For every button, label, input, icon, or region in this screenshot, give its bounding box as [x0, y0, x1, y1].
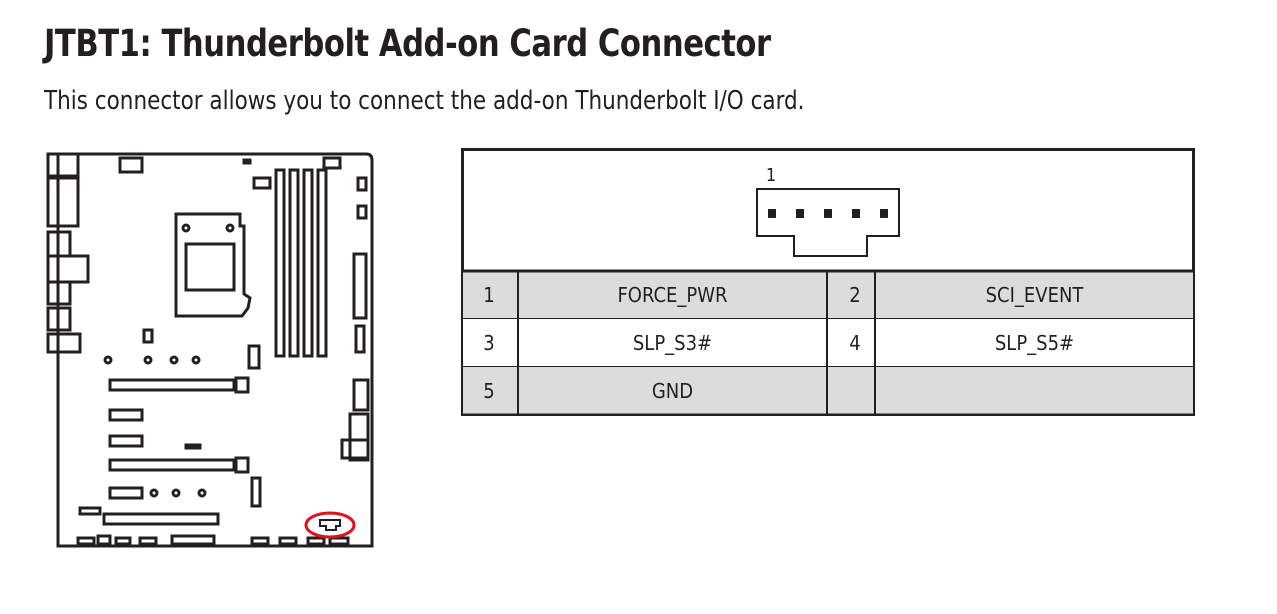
signal-name: FORCE_PWR [617, 283, 727, 307]
rear-io-5 [46, 280, 72, 306]
pin-number: 1 [483, 283, 494, 307]
page-title: JTBT1: Thunderbolt Add-on Card Connector [44, 22, 771, 65]
signal-name: SLP_S3# [633, 331, 712, 355]
dimm-slots [274, 168, 328, 358]
pin-number: 3 [483, 331, 494, 355]
pin-3 [824, 209, 832, 218]
page-description: This connector allows you to connect the… [44, 86, 805, 116]
pin1-label: 1 [766, 165, 776, 186]
rear-io-7 [46, 332, 82, 354]
jtbt1-highlight [304, 511, 356, 539]
pin-4 [852, 209, 860, 218]
signal-name: SLP_S5# [995, 331, 1074, 355]
rear-io-4 [46, 254, 90, 284]
pin-2 [796, 209, 804, 218]
pin-1 [768, 209, 776, 218]
pin-number: 2 [849, 283, 860, 307]
pin-number: 4 [849, 331, 860, 355]
pcie-slot-3 [108, 434, 144, 448]
pcie-slot-4 [108, 458, 236, 472]
rear-io-1 [46, 152, 80, 178]
rear-io-2 [46, 176, 80, 228]
cpu-socket [174, 212, 252, 318]
signal-name: SCI_EVENT [986, 283, 1085, 307]
pin-number: 5 [483, 379, 494, 403]
motherboard-diagram [44, 148, 380, 554]
pcie-slot-2 [108, 408, 144, 422]
board-outline [56, 152, 374, 548]
pcie-slot-1 [108, 378, 236, 392]
rear-io-6 [46, 306, 72, 332]
connector-diagram: 1 [756, 165, 900, 257]
signal-name: GND [652, 379, 693, 403]
jtbt1-connector [319, 519, 341, 531]
pin-5 [880, 209, 888, 218]
